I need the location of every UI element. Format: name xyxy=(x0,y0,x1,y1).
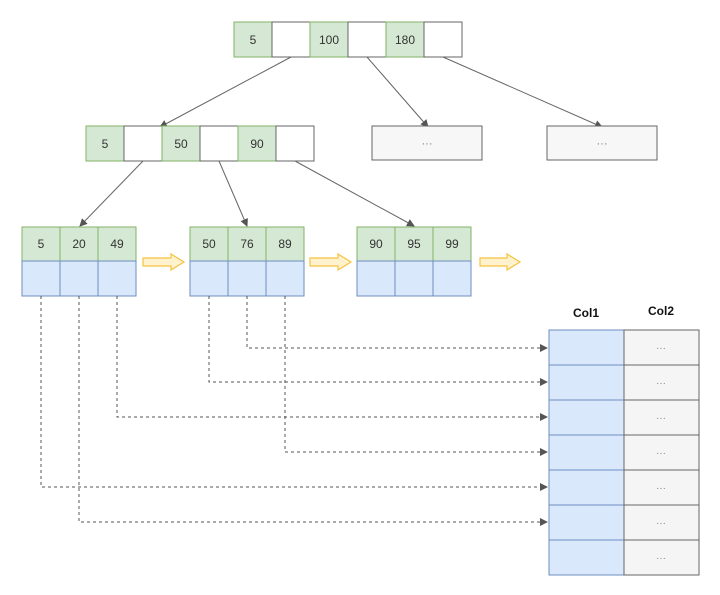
table-col2-ellipsis: ··· xyxy=(656,413,666,424)
row-pointer-49 xyxy=(116,296,548,421)
leaf-row-pointer-cell xyxy=(59,260,99,297)
table-col2-cell xyxy=(623,329,700,366)
root-pointer-cell xyxy=(347,21,387,58)
leaf-key-cell xyxy=(189,226,229,262)
leaf-node-1: 5 20 49 xyxy=(21,226,137,297)
table-col1-cell xyxy=(548,364,625,401)
leaf3-key-3: 99 xyxy=(445,237,459,251)
internal-to-leaf2-arrow xyxy=(218,160,248,227)
root-pointer-cell xyxy=(423,21,463,58)
root-to-middle-arrow xyxy=(366,56,429,128)
root-key-cell xyxy=(233,21,273,58)
table-col2-cell xyxy=(623,504,700,541)
level2-left-node: 5 50 90 xyxy=(85,125,315,162)
row-pointer-76 xyxy=(246,296,548,352)
internal-pointer-cell xyxy=(123,125,163,162)
leaf-link-arrow-1 xyxy=(142,252,186,272)
table-col2-cell xyxy=(623,399,700,436)
internal-pointer-cell xyxy=(275,125,315,162)
internal-key-cell xyxy=(161,125,201,162)
level2-right-ellipsis: ··· xyxy=(597,138,608,150)
internal-key-2: 50 xyxy=(174,137,188,151)
table-col2-ellipsis: ··· xyxy=(656,448,666,459)
row-pointer-89 xyxy=(284,296,548,456)
leaf-key-cell xyxy=(432,226,472,262)
leaf-row-pointer-cell xyxy=(227,260,267,297)
root-node: 5 100 180 xyxy=(233,21,463,58)
row-pointer-5 xyxy=(40,296,548,491)
internal-to-leaf1-arrow xyxy=(79,160,144,227)
table-col1-cell xyxy=(548,504,625,541)
table-col2-cell xyxy=(623,364,700,401)
table-header-col1: Col1 xyxy=(573,306,599,320)
leaf-key-cell xyxy=(97,226,137,262)
leaf-row-pointer-cell xyxy=(432,260,472,297)
leaf3-key-2: 95 xyxy=(407,237,421,251)
leaf2-key-3: 89 xyxy=(278,237,292,251)
leaf-row-pointer-cell xyxy=(189,260,229,297)
table-col2-ellipsis: ··· xyxy=(656,553,666,564)
internal-pointer-cell xyxy=(199,125,239,162)
leaf-key-cell xyxy=(59,226,99,262)
leaf2-key-1: 50 xyxy=(202,237,216,251)
table-col2-cell xyxy=(623,434,700,471)
table-col2-ellipsis: ··· xyxy=(656,378,666,389)
leaf1-key-2: 20 xyxy=(72,237,86,251)
internal-key-1: 5 xyxy=(102,137,109,151)
root-key-1: 5 xyxy=(250,33,257,47)
root-key-cell xyxy=(385,21,425,58)
root-key-cell xyxy=(309,21,349,58)
leaf3-key-1: 90 xyxy=(369,237,383,251)
root-pointer-cell xyxy=(271,21,311,58)
internal-to-leaf3-arrow xyxy=(294,160,415,227)
data-table: Col1 Col2 ··· ··· ··· ··· ··· ··· ··· xyxy=(548,304,700,576)
leaf-row-pointer-cell xyxy=(21,260,61,297)
leaf-row-pointer-cell xyxy=(394,260,434,297)
table-col1-cell xyxy=(548,329,625,366)
table-col1-cell xyxy=(548,434,625,471)
level2-right-node xyxy=(546,125,658,161)
table-col1-cell xyxy=(548,469,625,506)
internal-key-3: 90 xyxy=(250,137,264,151)
table-col2-ellipsis: ··· xyxy=(656,518,666,529)
leaf-row-pointer-cell xyxy=(265,260,305,297)
leaf1-key-1: 5 xyxy=(38,237,45,251)
leaf-link-arrow-3 xyxy=(479,252,522,272)
leaf-link-arrow-2 xyxy=(309,252,353,272)
leaf-node-2: 50 76 89 xyxy=(189,226,305,297)
table-col2-cell xyxy=(623,469,700,506)
table-col2-ellipsis: ··· xyxy=(656,343,666,354)
table-col2-ellipsis: ··· xyxy=(656,483,666,494)
root-to-right-arrow xyxy=(442,56,603,128)
leaf-key-cell xyxy=(394,226,434,262)
table-col2-cell xyxy=(623,539,700,576)
table-col1-cell xyxy=(548,399,625,436)
table-header-col2: Col2 xyxy=(648,304,674,318)
level2-middle-ellipsis: ··· xyxy=(422,138,433,150)
leaf-key-cell xyxy=(265,226,305,262)
level2-middle-node xyxy=(371,125,483,161)
root-key-2: 100 xyxy=(319,33,339,47)
row-pointer-50 xyxy=(208,296,548,386)
row-pointer-20 xyxy=(78,296,548,526)
leaf-row-pointer-cell xyxy=(97,260,137,297)
leaf2-key-2: 76 xyxy=(240,237,254,251)
internal-key-cell xyxy=(237,125,277,162)
leaf-row-pointer-cell xyxy=(356,260,396,297)
leaf1-key-3: 49 xyxy=(110,237,124,251)
root-to-left-arrow xyxy=(159,56,292,128)
table-col1-cell xyxy=(548,539,625,576)
root-key-3: 180 xyxy=(395,33,415,47)
leaf-node-3: 90 95 99 xyxy=(356,226,472,297)
